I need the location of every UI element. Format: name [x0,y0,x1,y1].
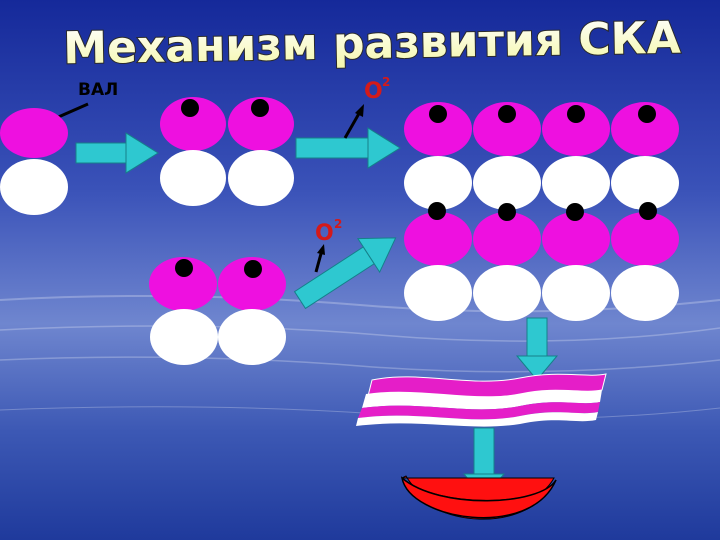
fibers [356,374,606,427]
nucleus-dot [251,99,269,117]
cell-bottom-white [218,309,286,365]
cell-bottom-white [150,309,218,365]
nucleus-dot [567,105,585,123]
nucleus-dot [428,202,446,220]
cell-bottom-white [404,265,472,321]
oxygen-label-top-subscript: 2 [382,75,390,89]
nucleus-dot [639,202,657,220]
cell-bottom-white [160,150,226,206]
oxygen-label-bottom: O [315,221,334,246]
cell-bottom-white [0,159,68,215]
cell-bottom-white [611,265,679,321]
nucleus-dot [498,105,516,123]
nucleus-dot [498,203,516,221]
cell-bottom-white [228,150,294,206]
cell-bottom-white [473,156,541,210]
cell-top-magenta [0,108,68,158]
nucleus-dot [244,260,262,278]
val-label: ВАЛ [78,80,118,100]
cell-bottom-white [473,265,541,321]
oxygen-label-top: O [364,79,383,104]
oxygen-label-bottom-subscript: 2 [334,217,342,231]
cell-bottom-white [404,156,472,210]
cell-top-magenta [404,212,472,266]
cell-bottom-white [542,265,610,321]
nucleus-dot [429,105,447,123]
nucleus-dot [638,105,656,123]
cell-bottom-white [542,156,610,210]
cell-top-magenta [611,212,679,266]
page-title: Механизм развития СКА [63,13,681,75]
nucleus-dot [175,259,193,277]
cell-bottom-white [611,156,679,210]
nucleus-dot [566,203,584,221]
nucleus-dot [181,99,199,117]
